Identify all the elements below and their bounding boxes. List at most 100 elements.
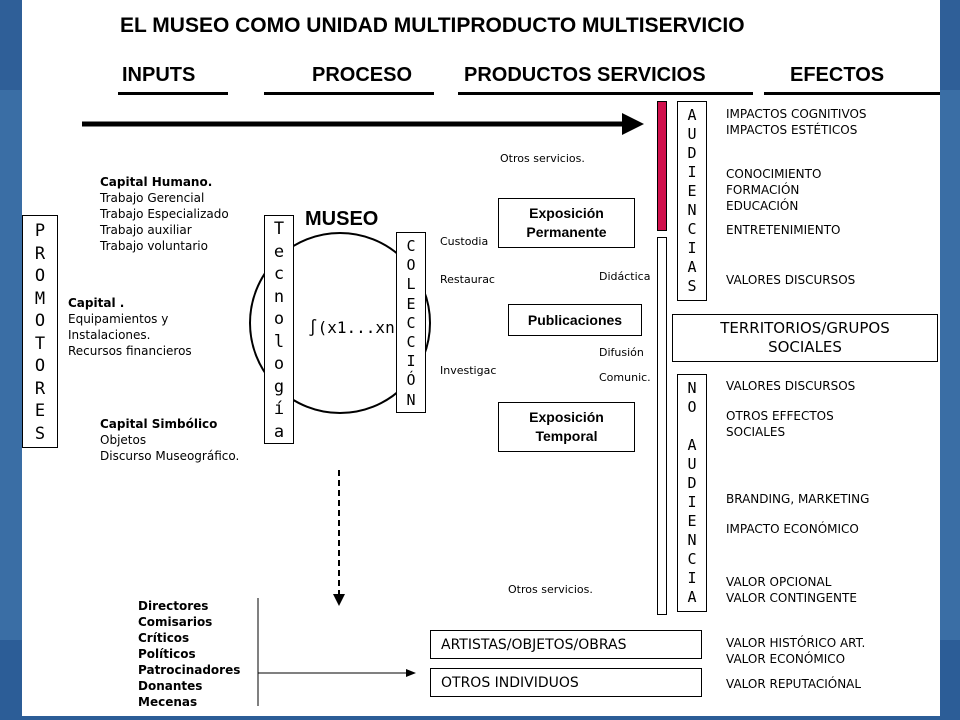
no-audiencia-box: N O A U D I E N C I A bbox=[677, 374, 707, 612]
tecnologia-letter: T bbox=[273, 219, 285, 239]
header-proceso-underline bbox=[264, 92, 434, 95]
promotores-letter: O bbox=[34, 311, 46, 331]
capital-humano-item: Trabajo voluntario bbox=[100, 239, 208, 253]
white-bar bbox=[657, 237, 667, 615]
effect-conocimiento: CONOCIMIENTO FORMACIÓN EDUCACIÓN bbox=[726, 166, 821, 214]
header-proceso: PROCESO bbox=[312, 64, 413, 86]
capital-humano-item: Trabajo auxiliar bbox=[100, 223, 192, 237]
promotores-letter: O bbox=[34, 266, 46, 286]
effect-line: IMPACTOS ESTÉTICOS bbox=[726, 123, 858, 137]
effect-branding: BRANDING, MARKETING bbox=[726, 492, 870, 506]
coleccion-letter: N bbox=[406, 390, 416, 409]
no-audiencia-letter: I bbox=[687, 493, 697, 511]
exposicion-temporal-box: Exposición Temporal bbox=[498, 402, 635, 452]
capital-simbolico-item: Objetos bbox=[100, 433, 147, 447]
process-restaurac: Restaurac bbox=[440, 273, 495, 286]
coleccion-letter: C bbox=[406, 333, 416, 352]
no-audiencia-letter: I bbox=[687, 569, 697, 587]
museo-label: MUSEO bbox=[305, 208, 379, 230]
effect-line: OTROS EFFECTOS bbox=[726, 409, 834, 423]
actor-item: Mecenas bbox=[138, 695, 198, 709]
effect-line: VALOR ECONÓMICO bbox=[726, 652, 846, 666]
no-audiencia-letter: U bbox=[687, 455, 697, 473]
coleccion-letter: C bbox=[406, 313, 416, 332]
effect-impacto-economico: IMPACTO ECONÓMICO bbox=[726, 522, 859, 536]
promotores-box: P R O M O T O R E S bbox=[22, 215, 58, 448]
promotores-letter: T bbox=[34, 333, 46, 354]
exposicion-permanente-line: Exposición bbox=[529, 205, 604, 221]
actor-item: Políticos bbox=[138, 647, 196, 661]
product-otros-bottom: Otros servicios. bbox=[508, 583, 593, 596]
tecnologia-letter: o bbox=[273, 309, 285, 329]
promotores-letter: R bbox=[34, 243, 46, 264]
no-audiencia-letter: E bbox=[687, 512, 697, 530]
promotores-letter: E bbox=[34, 401, 46, 421]
publicaciones-label: Publicaciones bbox=[527, 311, 623, 328]
actor-item: Patrocinadores bbox=[138, 663, 241, 677]
audiencias-letter: I bbox=[687, 239, 697, 257]
effect-entretenimiento: ENTRETENIMIENTO bbox=[726, 223, 841, 237]
effect-line: CONOCIMIENTO bbox=[726, 167, 822, 181]
audiencias-letter: A bbox=[687, 258, 697, 276]
artistas-box: ARTISTAS/OBJETOS/OBRAS bbox=[430, 630, 702, 659]
artistas-label: ARTISTAS/OBJETOS/OBRAS bbox=[441, 636, 627, 653]
tecnologia-letter: l bbox=[273, 331, 285, 352]
page-title: EL MUSEO COMO UNIDAD MULTIPRODUCTO MULTI… bbox=[120, 14, 745, 37]
actor-item: Donantes bbox=[138, 679, 203, 693]
exposicion-permanente-line: Permanente bbox=[526, 224, 607, 240]
audiencias-letter: S bbox=[687, 277, 697, 295]
effect-valor-historico: VALOR HISTÓRICO ART. VALOR ECONÓMICO bbox=[726, 635, 865, 667]
audiencias-letter: E bbox=[687, 182, 697, 200]
audiencias-letter: I bbox=[687, 163, 697, 181]
no-audiencia-letter: D bbox=[687, 474, 697, 492]
museo-formula: ∫(x1...xn) bbox=[308, 318, 405, 337]
effect-line: SOCIALES bbox=[726, 425, 786, 439]
effect-valor-reputacional: VALOR REPUTACIÓNAL bbox=[726, 677, 862, 691]
process-investigac: Investigac bbox=[440, 364, 497, 377]
no-audiencia-letter: O bbox=[687, 398, 697, 416]
audiencias-box: A U D I E N C I A S bbox=[677, 101, 707, 301]
header-productos-underline bbox=[458, 92, 753, 95]
capital-humano-block: Capital Humano. Trabajo Gerencial Trabaj… bbox=[100, 174, 229, 254]
effect-valores-discursos-1: VALORES DISCURSOS bbox=[726, 273, 856, 287]
capital-simbolico-block: Capital Simbólico Objetos Discurso Museo… bbox=[100, 416, 239, 464]
promotores-letter: O bbox=[34, 356, 46, 376]
diagram-lines bbox=[82, 113, 644, 706]
tecnologia-letter: a bbox=[273, 421, 285, 442]
capital-humano-heading: Capital Humano. bbox=[100, 175, 213, 189]
effect-valor-opcional: VALOR OPCIONAL VALOR CONTINGENTE bbox=[726, 574, 857, 606]
publicaciones-box: Publicaciones bbox=[508, 304, 642, 336]
no-audiencia-letter: N bbox=[687, 531, 697, 549]
capital-block: Capital . Equipamientos y Instalaciones.… bbox=[68, 295, 192, 359]
actor-item: Comisarios bbox=[138, 615, 213, 629]
exposicion-permanente-box: Exposición Permanente bbox=[498, 198, 635, 248]
coleccion-box: C O L E C C I Ó N bbox=[396, 232, 426, 413]
effect-line: FORMACIÓN bbox=[726, 183, 800, 197]
effect-line: VALOR CONTINGENTE bbox=[726, 591, 857, 605]
coleccion-letter: L bbox=[406, 275, 416, 294]
effect-cognitivos: IMPACTOS COGNITIVOS IMPACTOS ESTÉTICOS bbox=[726, 106, 867, 138]
tecnologia-letter: í bbox=[273, 399, 285, 419]
capital-humano-item: Trabajo Gerencial bbox=[100, 191, 205, 205]
territorios-line: TERRITORIOS/GRUPOS bbox=[720, 319, 890, 337]
actors-list: Directores Comisarios Críticos Políticos… bbox=[138, 598, 240, 710]
slide-canvas: EL MUSEO COMO UNIDAD MULTIPRODUCTO MULTI… bbox=[22, 0, 940, 716]
header-inputs: INPUTS bbox=[122, 64, 196, 86]
territorios-line: SOCIALES bbox=[768, 338, 842, 356]
tecnologia-letter: e bbox=[273, 241, 285, 262]
header-efectos-underline bbox=[764, 92, 940, 95]
effect-line: VALOR OPCIONAL bbox=[726, 575, 832, 589]
red-bar bbox=[657, 101, 667, 231]
promotores-letter: S bbox=[34, 423, 46, 444]
promotores-letter: R bbox=[34, 378, 46, 399]
capital-item: Equipamientos y bbox=[68, 312, 169, 326]
no-audiencia-letter: C bbox=[687, 550, 697, 568]
tecnologia-box: T e c n o l o g í a bbox=[264, 215, 294, 444]
capital-item: Instalaciones. bbox=[68, 328, 151, 342]
capital-humano-item: Trabajo Especializado bbox=[100, 207, 229, 221]
effect-line: EDUCACIÓN bbox=[726, 199, 799, 213]
coleccion-letter: C bbox=[406, 237, 416, 255]
effect-otros-sociales: OTROS EFFECTOS SOCIALES bbox=[726, 408, 834, 440]
no-audiencia-letter: A bbox=[687, 436, 697, 454]
exposicion-temporal-line: Temporal bbox=[535, 428, 598, 444]
